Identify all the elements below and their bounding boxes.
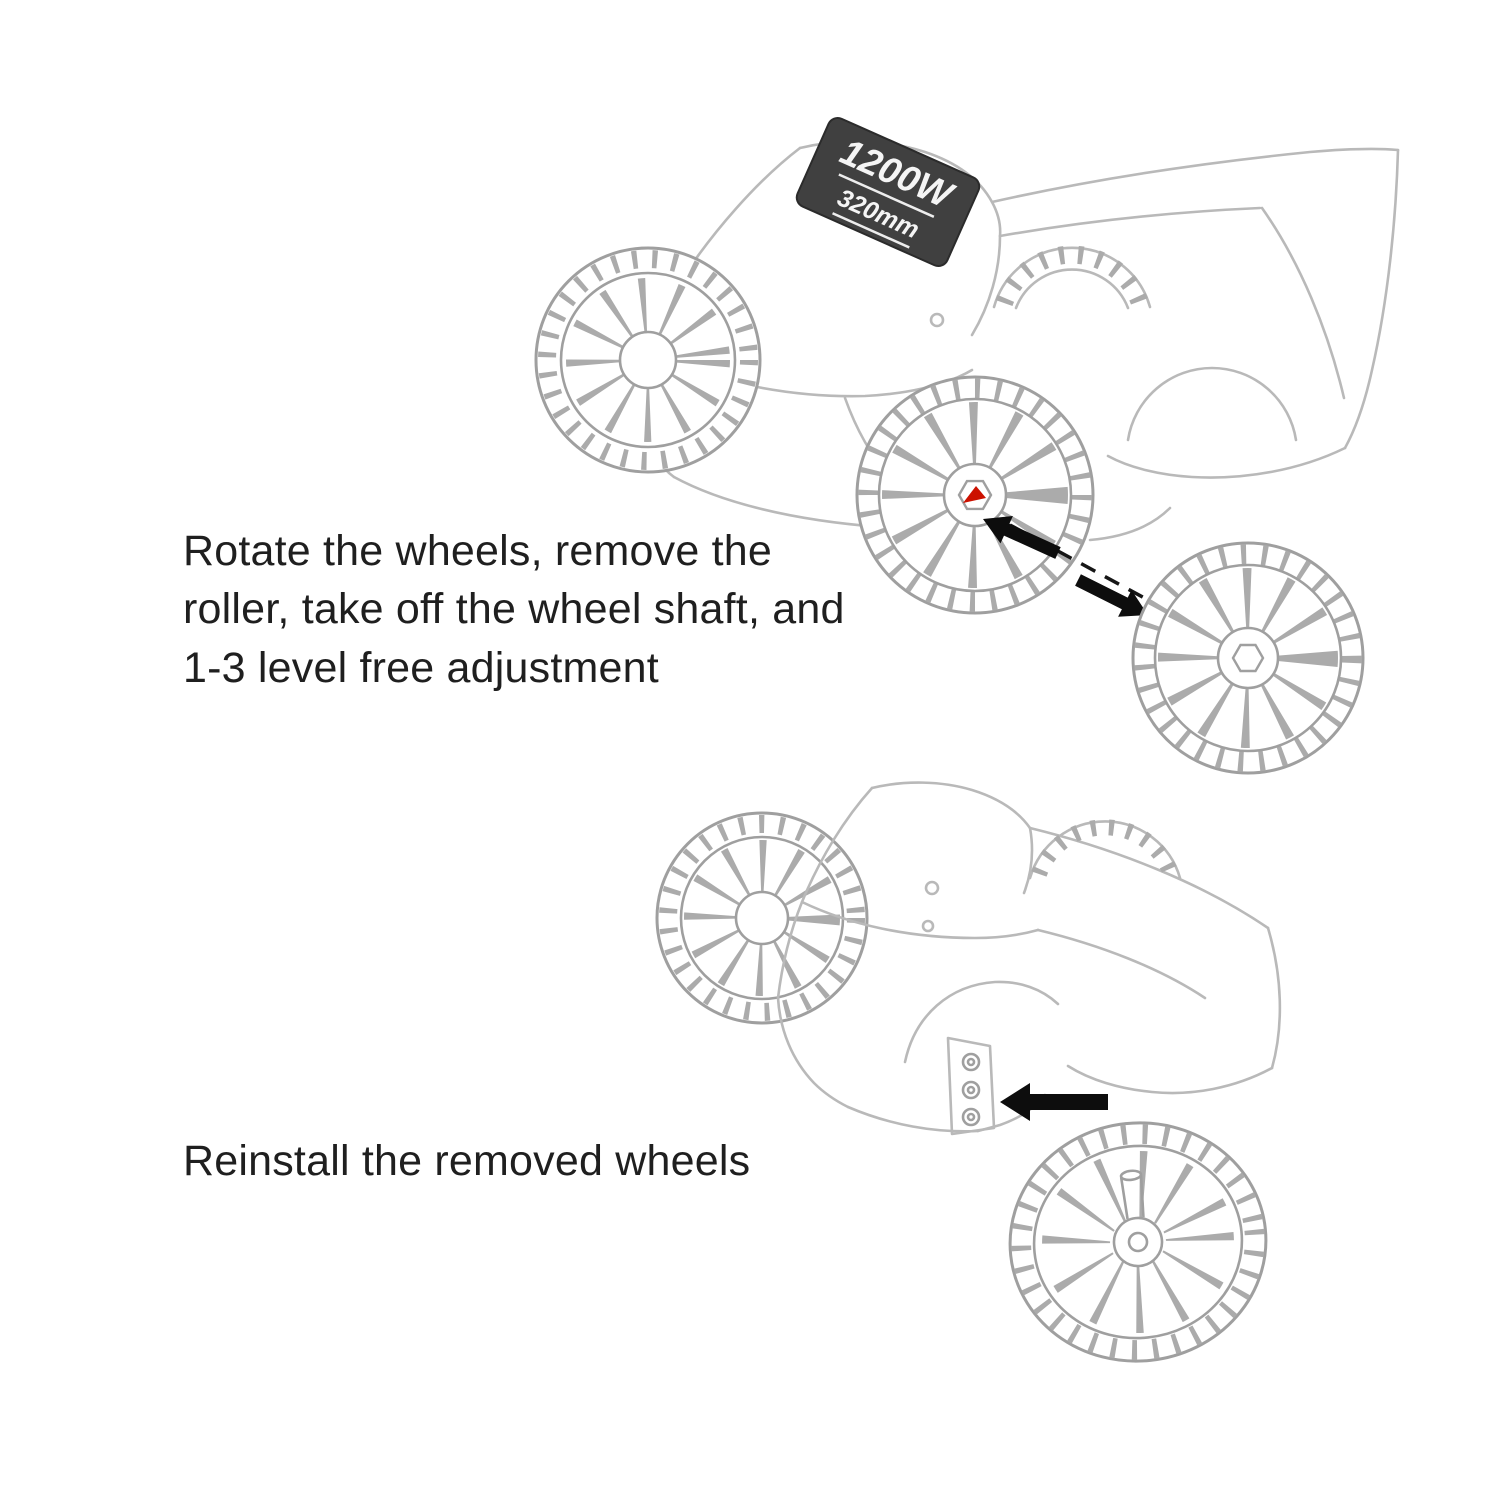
rear-left-wheel-bottom <box>655 811 869 1025</box>
power-badge: 1200W 320mm <box>795 117 981 267</box>
far-front-wheel-top <box>992 245 1152 310</box>
removed-wheel-top <box>1131 541 1365 775</box>
step2-illustration <box>655 781 1282 1363</box>
step1-illustration: 1200W 320mm <box>534 117 1400 775</box>
step2-instruction: Reinstall the removed wheels <box>183 1132 1003 1190</box>
bolt-detail-bottom-2 <box>921 919 935 933</box>
far-front-wheel-bottom <box>1028 819 1182 880</box>
install-arrow <box>1000 1083 1108 1121</box>
outward-arrow <box>1075 574 1148 617</box>
hub-marker <box>963 486 986 503</box>
step1-instruction-line-2: roller, take off the wheel shaft, and <box>183 585 845 634</box>
bolt-detail-top <box>929 312 945 328</box>
step1-instruction-line-3: 1-3 level free adjustment <box>183 643 659 692</box>
step1-instruction-line-1: Rotate the wheels, remove the <box>183 527 773 575</box>
installed-rear-wheel <box>855 375 1095 615</box>
step2-instruction-text: Reinstall the removed wheels <box>183 1137 751 1185</box>
bolt-detail-bottom-1 <box>924 880 940 896</box>
wheel-shaft <box>1119 1169 1145 1220</box>
detached-wheel-bottom <box>1008 1121 1268 1363</box>
rear-left-wheel-top <box>534 246 762 474</box>
toward-hub-arrow <box>983 516 1061 559</box>
axle-mount-bracket <box>946 1036 996 1136</box>
step1-instruction: Rotate the wheels, remove the roller, ta… <box>183 522 1003 697</box>
